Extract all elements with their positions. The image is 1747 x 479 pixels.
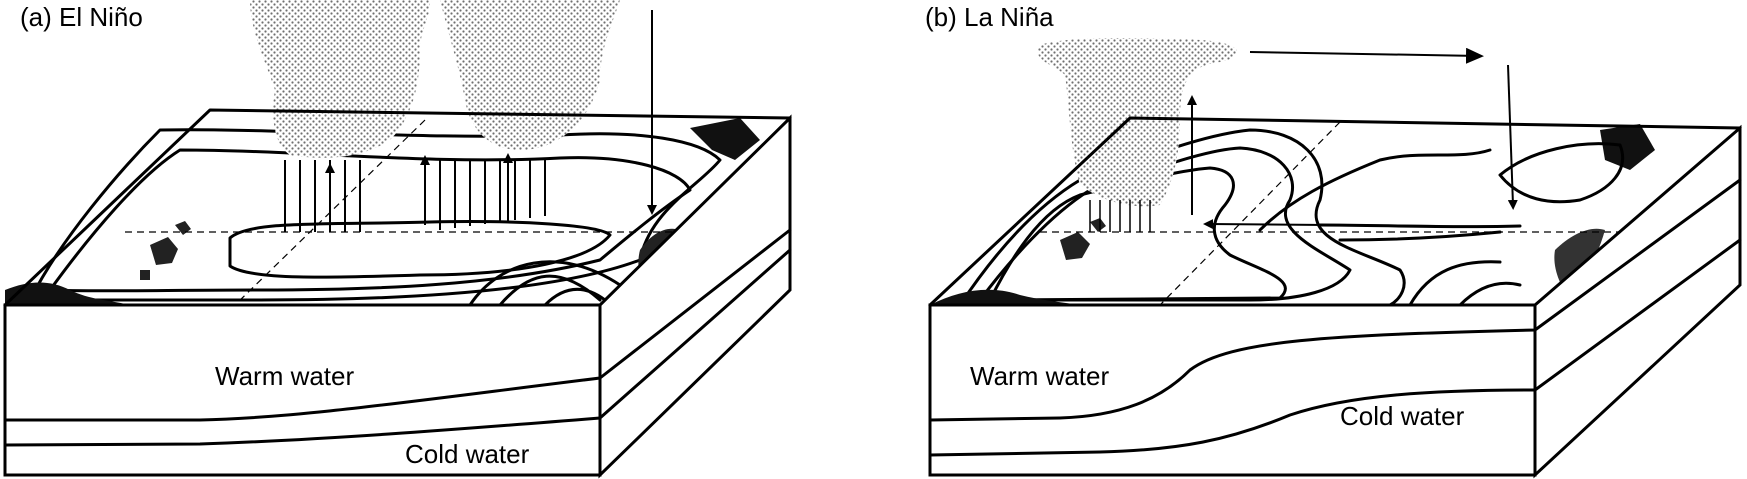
panel-la-nina: (b) La Niña: [925, 2, 1742, 479]
warm-water-label: Warm water: [970, 361, 1109, 391]
meridian-line: [1159, 121, 1341, 306]
panel-el-nino: (a) El Niño: [3, 0, 792, 479]
panel-title: (a) El Niño: [20, 2, 143, 32]
panel-title: (b) La Niña: [925, 2, 1054, 32]
warm-zone-light: [958, 128, 1406, 307]
land-west: [930, 289, 1080, 305]
subsidence-arrow: [1507, 64, 1518, 210]
land-west-islands: [1060, 218, 1106, 260]
cold-contours: [468, 260, 622, 307]
thermocline-upper: [3, 228, 792, 422]
box-side-face: [1533, 124, 1742, 479]
warm-zone-dark: [228, 220, 612, 279]
land-west-islands: [140, 221, 191, 280]
thermocline-lower: [3, 248, 792, 447]
upwelling-zone-east: [1498, 142, 1625, 204]
land-west: [5, 282, 130, 305]
cold-water-label: Cold water: [405, 439, 530, 469]
box-top-edge: [3, 108, 791, 307]
land-east: [690, 118, 760, 160]
warm-zone-mid: [978, 146, 1352, 302]
thermocline-upper: [928, 178, 1742, 422]
box-top-edge: [928, 116, 1741, 307]
land-east: [1600, 124, 1655, 170]
thermocline-lower: [928, 238, 1742, 457]
surface-trade-arrow: [1203, 219, 1441, 230]
rain-streaks: [1089, 200, 1151, 232]
upper-level-arrow: [1249, 47, 1484, 64]
convection-cloud-left: [250, 0, 430, 158]
cold-water-label: Cold water: [1340, 401, 1465, 431]
warm-water-label: Warm water: [215, 361, 354, 391]
convection-cloud: [1037, 37, 1238, 207]
